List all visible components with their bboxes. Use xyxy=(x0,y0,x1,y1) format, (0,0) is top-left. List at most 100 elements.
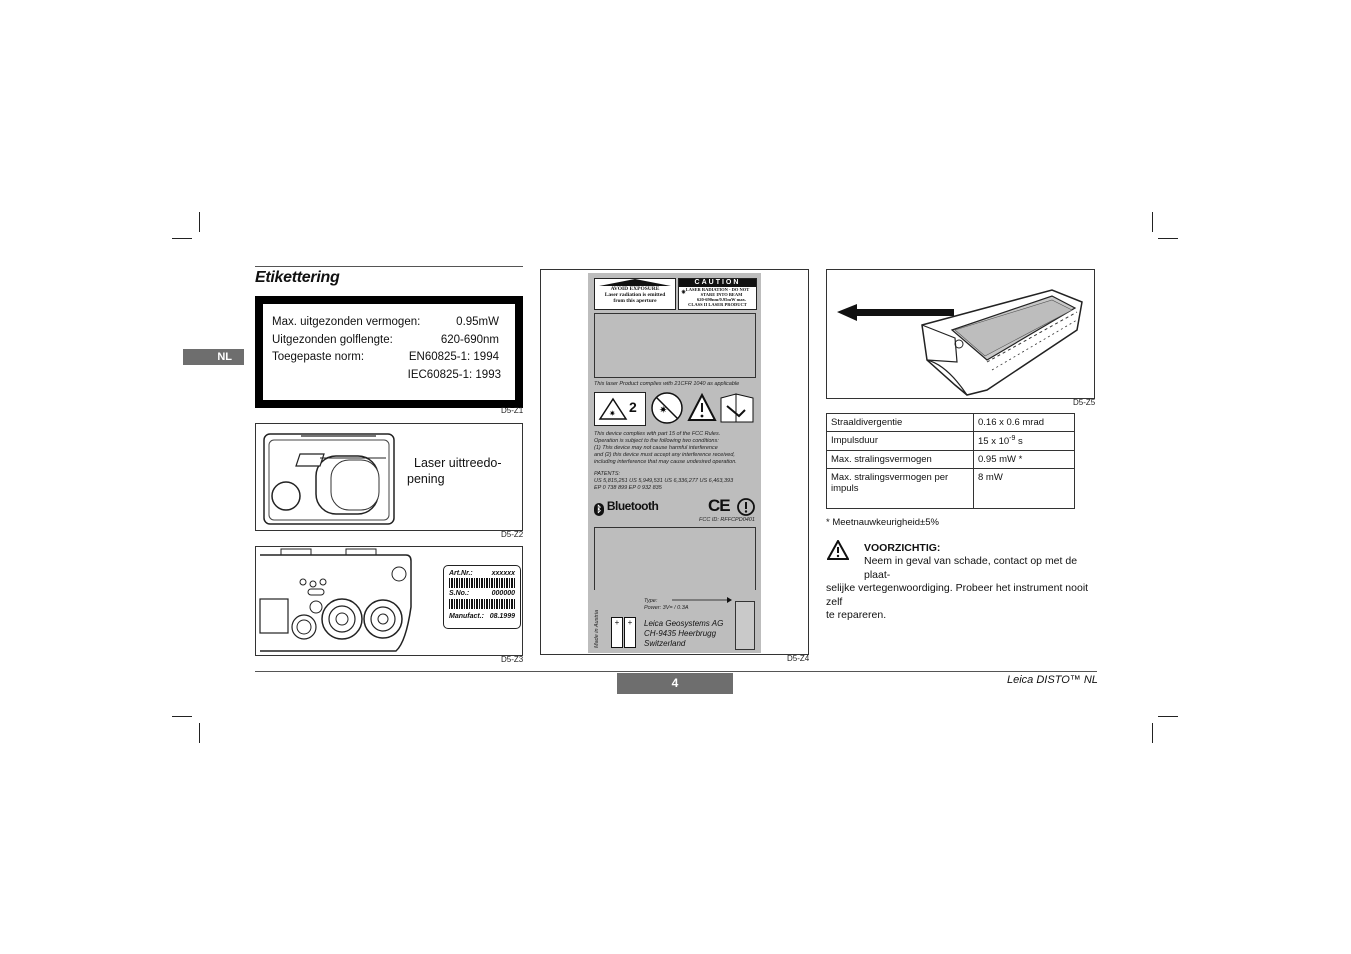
manufact-label: Manufact.: xyxy=(449,613,484,620)
company-line: Switzerland xyxy=(644,639,686,648)
fcc-line: and (2) this device must accept any inte… xyxy=(594,452,735,458)
made-in-text: Made in Austria xyxy=(594,609,600,648)
spec-row: Uitgezonden golflengte: 620-690nm xyxy=(272,334,499,346)
table-row: Straaldivergentie 0.16 x 0.6 mrad xyxy=(826,413,1075,432)
figure-code: D5-Z4 xyxy=(787,654,810,663)
patents-block: PATENTS: US 5,815,251 US 5,949,531 US 6,… xyxy=(594,471,733,492)
page-number: 4 xyxy=(617,673,733,694)
cfr-text: This laser Product complies with 21CFR 1… xyxy=(594,381,740,387)
warning-triangle-icon xyxy=(827,540,849,560)
no-eye-laser-icon: ✷ xyxy=(651,392,683,424)
footnote: * Meetnauwkeurigheid±5% xyxy=(826,517,939,528)
crop-mark xyxy=(1152,212,1153,232)
crop-mark xyxy=(172,238,192,239)
table-cell-value: 8 mW xyxy=(973,468,1075,510)
table-row: Max. stralingsvermogen 0.95 mW * xyxy=(826,450,1075,470)
figure-code: D5-Z2 xyxy=(501,530,524,539)
section-title: Etikettering xyxy=(255,269,340,286)
fcc-line: This device complies with part 15 of the… xyxy=(594,431,721,437)
ce-mark: CE xyxy=(708,496,731,515)
spec-row: IEC60825-1: 1993 xyxy=(272,369,501,381)
caution-text: 620-690nm/0.95mW max. xyxy=(696,297,747,302)
device-bottom-figure: Art.Nr.: xxxxxx S.No.: 000000 Manufact.:… xyxy=(255,546,523,656)
company-line: CH-9435 Heerbrugg xyxy=(644,629,717,638)
caution-title: CAUTION xyxy=(679,279,756,287)
table-row: Impulsduur 15 x 10-9 s xyxy=(826,430,1075,452)
blank-label-area xyxy=(594,527,756,590)
caution-text: LASER RADIATION - DO NOT xyxy=(685,287,750,292)
serial-sticker: Art.Nr.: xxxxxx S.No.: 000000 Manufact.:… xyxy=(443,565,521,629)
spec-label: Max. uitgezonden vermogen: xyxy=(272,316,421,328)
manufact-value: 08.1999 xyxy=(489,613,515,620)
avoid-text: from this aperture xyxy=(613,298,657,304)
value-exponent: -9 xyxy=(1009,435,1016,442)
patents-title: PATENTS: xyxy=(594,471,621,477)
device-front-illustration xyxy=(263,433,395,525)
spec-value: EN60825-1: 1994 xyxy=(408,351,499,363)
value-base: 15 x 10 xyxy=(978,436,1010,448)
spec-label: Uitgezonden golflengte: xyxy=(272,334,393,346)
blank-label-area xyxy=(594,313,756,378)
laser-starburst-icon: ✷ xyxy=(681,290,687,296)
alert-circle-icon xyxy=(737,498,755,516)
spec-row: Toegepaste norm: EN60825-1: 1994 xyxy=(272,351,499,363)
device-side-illustration xyxy=(837,289,1083,396)
table-cell-label: Impulsduur xyxy=(826,430,974,452)
value-unit: s xyxy=(1015,436,1023,448)
svg-text:✷: ✷ xyxy=(609,409,616,418)
table-cell-label: Max. stralingsvermogen per impuls xyxy=(826,468,974,510)
barcode-icon xyxy=(449,578,515,588)
table-cell-value: 0.95 mW * xyxy=(973,450,1075,470)
fcc-line: Operation is subject to the following tw… xyxy=(594,438,719,444)
laser-class-number: 2 xyxy=(629,399,637,415)
artnr-value: xxxxxx xyxy=(491,570,515,577)
fcc-statement: This device complies with part 15 of the… xyxy=(594,431,737,466)
caution-line: te repareren. xyxy=(826,609,887,621)
language-tab: NL xyxy=(183,349,244,365)
crop-mark xyxy=(199,723,200,743)
spec-label: Toegepaste norm: xyxy=(272,351,365,363)
sno-label: S.No.: xyxy=(449,590,470,597)
caution-text: Neem in geval van schade, contact op met… xyxy=(826,555,1098,623)
label-plate: AVOID EXPOSURE Laser radiation is emitte… xyxy=(588,273,761,653)
figure-code: D5-Z1 xyxy=(501,406,524,415)
footer-rule xyxy=(255,671,1097,672)
caution-sticker: CAUTION LASER RADIATION - DO NOT STARE I… xyxy=(678,278,757,310)
fcc-line: (1) This device may not cause harmful in… xyxy=(594,445,718,451)
arrow-right-icon xyxy=(672,597,732,603)
section-title-rule xyxy=(255,266,523,267)
laser-class-icon: ✷ 2 xyxy=(594,392,646,426)
product-footer: Leica DISTO™ NL xyxy=(1007,674,1098,686)
company-line: Leica Geosystems AG xyxy=(644,619,724,628)
caution-text: STARE INTO BEAM xyxy=(700,292,743,297)
battery-icon: + xyxy=(624,617,636,648)
table-row: Max. stralingsvermogen per impuls 8 mW xyxy=(826,468,1075,510)
table-cell-label: Max. stralingsvermogen xyxy=(826,450,974,470)
caution-text: CLASS II LASER PRODUCT xyxy=(688,302,747,307)
artnr-label: Art.Nr.: xyxy=(449,570,473,577)
warning-triangle-icon xyxy=(687,393,717,421)
spec-value: 620-690nm xyxy=(440,334,499,346)
bluetooth-logo: ᛒ Bluetooth xyxy=(594,499,659,516)
patents-line: US 5,815,251 US 5,949,531 US 6,336,277 U… xyxy=(594,478,734,484)
avoid-exposure-sticker: AVOID EXPOSURE Laser radiation is emitte… xyxy=(594,278,676,310)
crop-mark xyxy=(172,716,192,717)
bluetooth-icon: ᛒ xyxy=(594,503,604,516)
sno-value: 000000 xyxy=(491,590,515,597)
table-cell-value: 15 x 10-9 s xyxy=(973,430,1075,452)
svg-text:✷: ✷ xyxy=(659,405,667,416)
aperture-callout: pening xyxy=(407,472,445,486)
battery-icon: + xyxy=(611,617,623,648)
figure-code: D5-Z3 xyxy=(501,655,524,664)
patents-line: EP 0 738 899 EP 0 932 835 xyxy=(594,485,662,491)
power-label: Power: 3V= / 0.3A xyxy=(644,605,689,611)
table-cell-value: 0.16 x 0.6 mrad xyxy=(973,413,1075,432)
aperture-callout: Laser uittreedo- xyxy=(414,456,502,470)
beam-figure xyxy=(826,269,1095,399)
spec-value: 0.95mW xyxy=(456,316,499,328)
laser-tech-table: Straaldivergentie 0.16 x 0.6 mrad Impuls… xyxy=(826,413,1075,510)
spec-label-box: Max. uitgezonden vermogen: 0.95mW Uitgez… xyxy=(255,296,523,408)
barcode-icon xyxy=(449,599,515,609)
avoid-text: Laser radiation is emitted xyxy=(604,292,666,298)
caution-title: VOORZICHTIG: xyxy=(864,542,941,554)
